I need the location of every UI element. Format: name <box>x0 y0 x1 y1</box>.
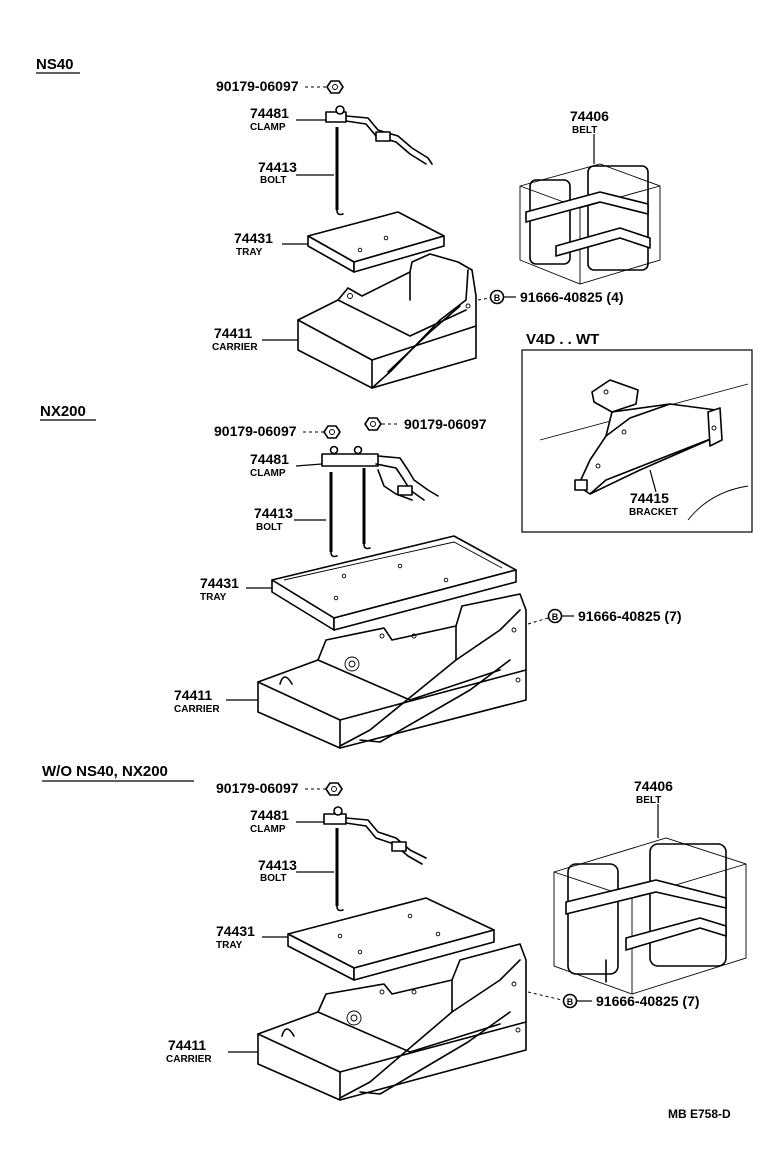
bolt-part-number: 74413 <box>258 857 297 873</box>
inset-frame <box>521 349 753 533</box>
tray-part-number: 74431 <box>216 923 255 939</box>
carrier-drawing <box>257 943 527 1101</box>
drawing-code: MB E758-D <box>668 1107 731 1121</box>
bolt-part-name: BOLT <box>256 522 282 533</box>
leader-line <box>649 469 657 493</box>
clamp-drawing <box>325 105 433 165</box>
section-title-nx200: NX200 <box>40 403 86 420</box>
bolt-part-name: BOLT <box>260 873 286 884</box>
carrier-part-number: 74411 <box>168 1037 206 1053</box>
carrier-part-number: 74411 <box>214 325 252 341</box>
bolt-part-number: 74413 <box>258 159 297 175</box>
nut-icon <box>323 425 341 439</box>
belt-part-number: 74406 <box>570 108 609 124</box>
section-title-without: W/O NS40, NX200 <box>42 763 168 780</box>
tray-part-name: TRAY <box>200 592 227 603</box>
clamp-part-name: CLAMP <box>250 468 286 479</box>
leader-line <box>527 991 563 1001</box>
clamp-part-number: 74481 <box>250 105 289 121</box>
svg-text:B: B <box>567 997 574 1007</box>
bracket-part-number: 74415 <box>630 490 669 506</box>
clamp-drawing <box>323 806 427 865</box>
section-title-ns40: NS40 <box>36 56 74 73</box>
svg-text:B: B <box>494 293 501 303</box>
section-nx200: NX200 90179-06097 90179-06097 74481 CLAM… <box>40 403 682 749</box>
rivet-marker-icon: B <box>489 289 505 305</box>
belt-part-name: BELT <box>572 125 597 136</box>
tray-part-number: 74431 <box>200 575 239 591</box>
clamp-part-number: 74481 <box>250 807 289 823</box>
nut-right-part-number: 90179-06097 <box>404 416 487 432</box>
bolt-drawing <box>329 468 371 558</box>
bracket-part-name: BRACKET <box>629 507 678 518</box>
tray-drawing <box>307 211 445 273</box>
belt-drawing <box>519 163 661 285</box>
tray-drawing <box>271 535 517 631</box>
rivet-part-number: 91666-40825 (4) <box>520 289 624 305</box>
belt-drawing <box>553 837 747 995</box>
rivet-marker-icon: B <box>562 993 578 1009</box>
clamp-part-number: 74481 <box>250 451 289 467</box>
carrier-part-name: CARRIER <box>174 704 220 715</box>
clamp-drawing <box>321 445 439 501</box>
nut-icon <box>325 782 343 796</box>
bolt-part-number: 74413 <box>254 505 293 521</box>
bolt-part-name: BOLT <box>260 175 286 186</box>
bolt-drawing <box>335 828 344 912</box>
section-ns40: NS40 90179-06097 74481 CLAMP 74413 BOLT <box>36 56 661 389</box>
inset-title: V4D . . WT <box>526 331 599 348</box>
inset-v4d-wt: V4D . . WT 74415 BRACKET <box>521 331 753 533</box>
nut-icon <box>326 80 344 94</box>
rivet-part-number: 91666-40825 (7) <box>578 608 682 624</box>
bracket-drawing <box>539 379 749 521</box>
carrier-part-name: CARRIER <box>166 1054 212 1065</box>
bolt-drawing <box>335 127 344 216</box>
nut-icon <box>364 417 382 431</box>
tray-part-number: 74431 <box>234 230 273 246</box>
carrier-part-name: CARRIER <box>212 342 258 353</box>
tray-part-name: TRAY <box>236 247 263 258</box>
nut-part-number: 90179-06097 <box>216 780 299 796</box>
leader-line <box>477 297 491 301</box>
clamp-part-name: CLAMP <box>250 824 286 835</box>
carrier-drawing <box>257 593 527 749</box>
svg-text:B: B <box>552 612 559 622</box>
tray-drawing <box>287 897 495 981</box>
rivet-part-number: 91666-40825 (7) <box>596 993 700 1009</box>
clamp-part-name: CLAMP <box>250 122 286 133</box>
tray-part-name: TRAY <box>216 940 243 951</box>
carrier-drawing <box>297 253 477 389</box>
nut-part-number: 90179-06097 <box>216 78 299 94</box>
belt-part-number: 74406 <box>634 778 673 794</box>
rivet-marker-icon: B <box>547 608 563 624</box>
carrier-part-number: 74411 <box>174 687 212 703</box>
nut-left-part-number: 90179-06097 <box>214 423 297 439</box>
section-without-ns40-nx200: W/O NS40, NX200 90179-06097 74481 CLAMP … <box>42 763 747 1101</box>
leader-line <box>295 463 323 467</box>
belt-part-name: BELT <box>636 795 661 806</box>
leader-line <box>527 617 549 625</box>
